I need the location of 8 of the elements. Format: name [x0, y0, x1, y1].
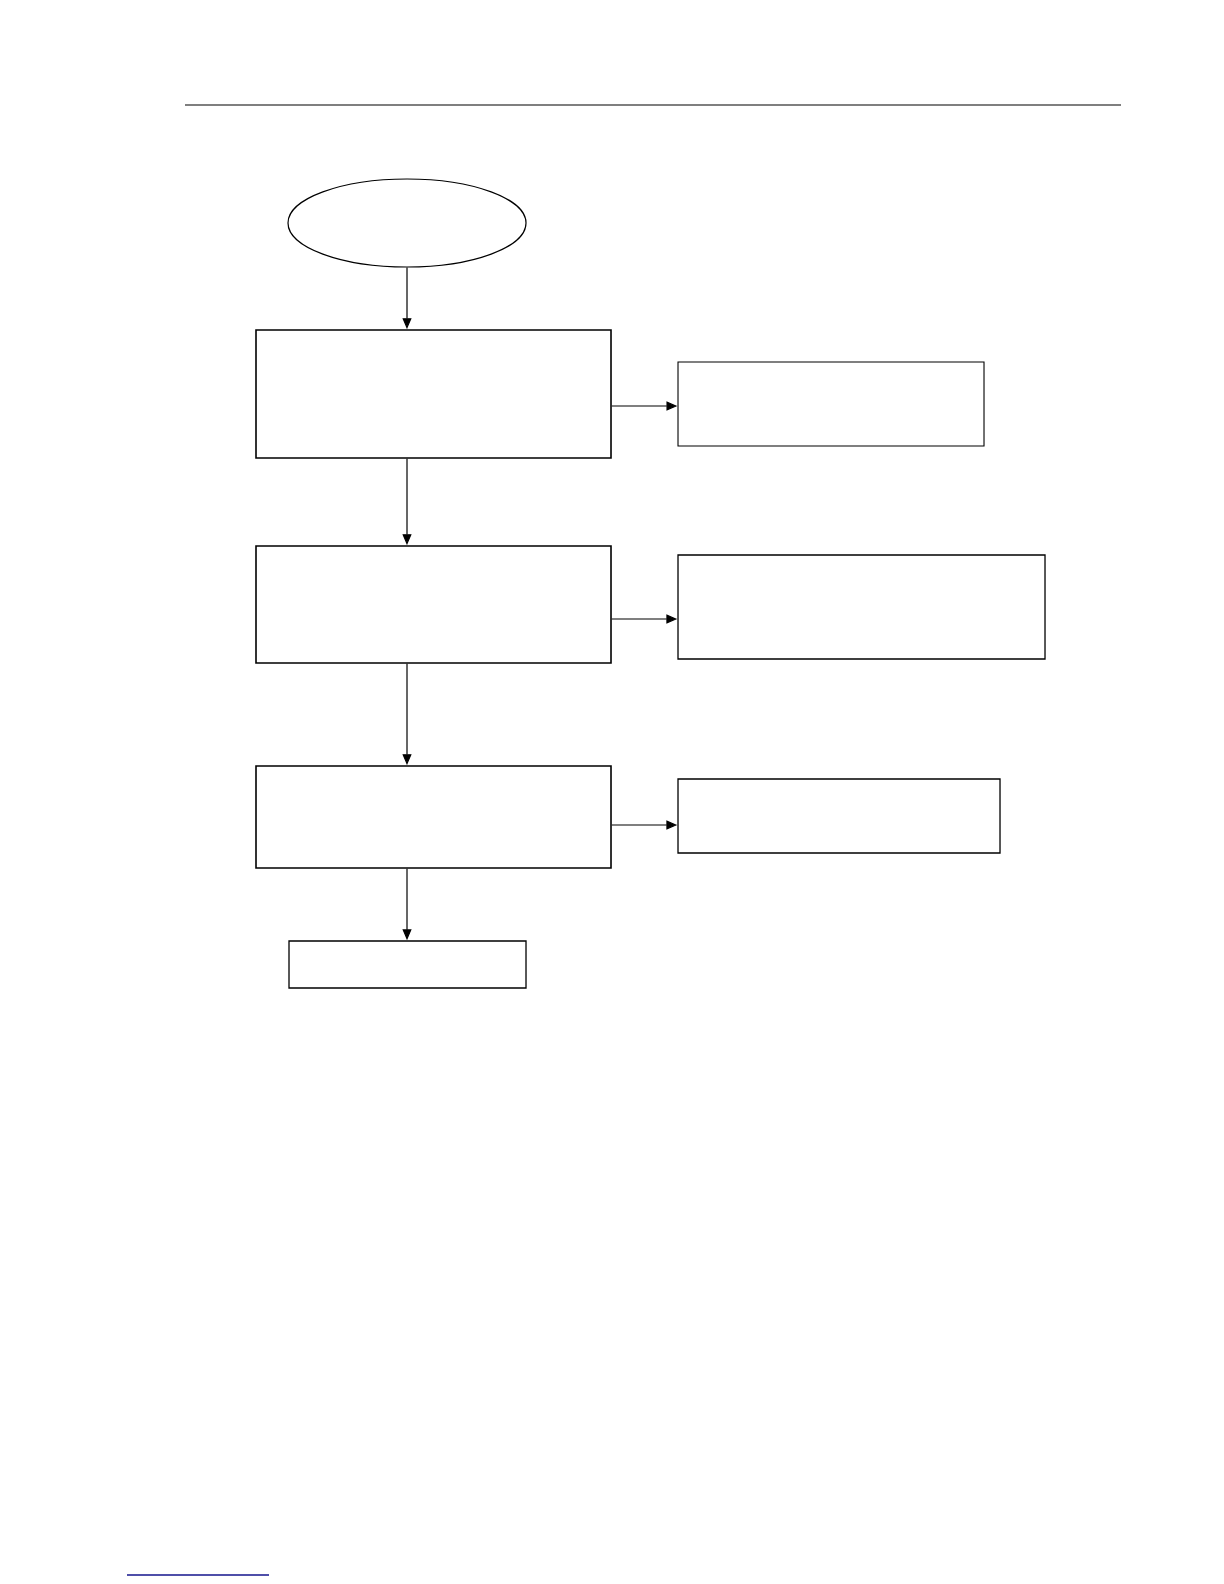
- process-box: [255, 765, 612, 869]
- process-box: [255, 545, 612, 664]
- process-box: [677, 554, 1046, 660]
- process-box: [288, 940, 527, 989]
- process-box: [677, 778, 1001, 854]
- process-box: [255, 329, 612, 459]
- process-box: [677, 361, 985, 447]
- oval: [287, 178, 527, 268]
